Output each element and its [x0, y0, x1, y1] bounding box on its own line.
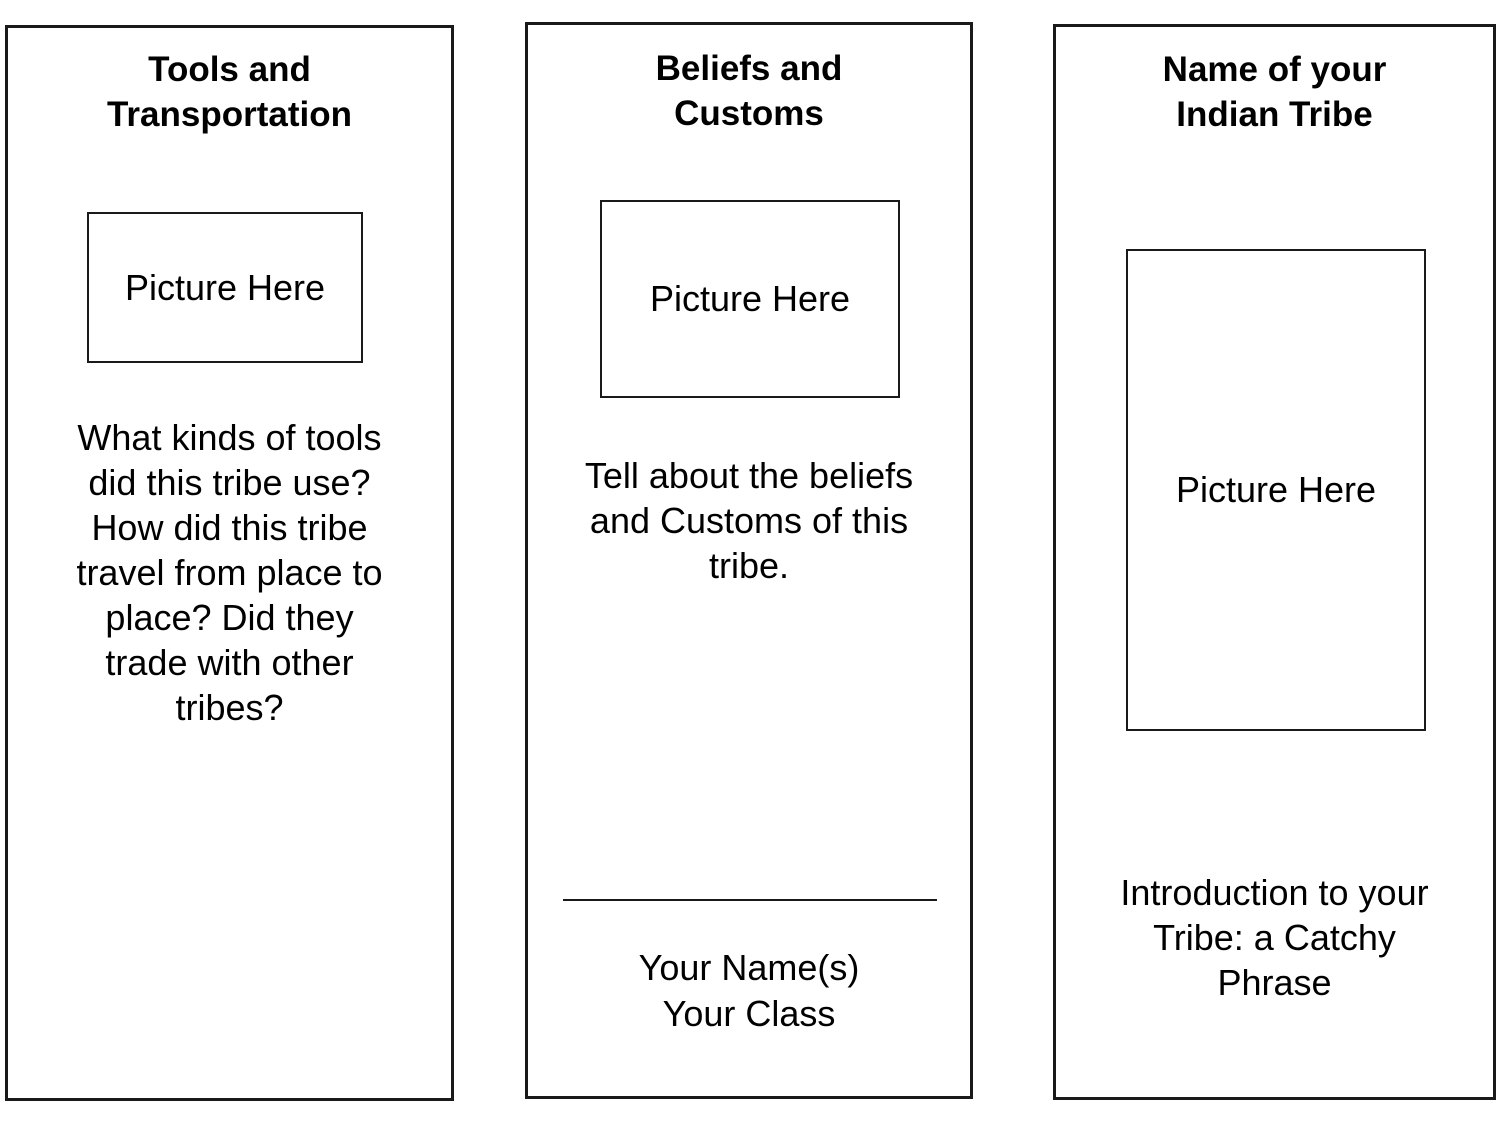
byline-name-and-class: Your Name(s) Your Class	[638, 947, 860, 1034]
name-signature-line	[563, 899, 937, 901]
picture-placeholder-box-beliefs: Picture Here	[600, 200, 900, 398]
picture-placeholder-box-tools: Picture Here	[87, 212, 363, 363]
panel-tribe-name-cover: Name of your Indian Tribe Picture Here I…	[1053, 24, 1496, 1100]
picture-placeholder-label: Picture Here	[1175, 469, 1377, 510]
panel-title-tools-and-transportation: Tools and Transportation	[106, 50, 353, 134]
picture-placeholder-label: Picture Here	[649, 278, 851, 319]
panel-body-beliefs-prompt: Tell about the beliefs and Customs of th…	[584, 455, 914, 586]
panel-beliefs-and-customs: Beliefs and Customs Picture Here Tell ab…	[525, 22, 973, 1099]
panel-title-tribe-name: Name of your Indian Tribe	[1162, 50, 1387, 134]
panel-body-tools-prompt: What kinds of tools did this tribe use? …	[76, 417, 383, 728]
picture-placeholder-label: Picture Here	[124, 266, 326, 308]
panel-tools-and-transportation: Tools and Transportation Picture Here Wh…	[5, 25, 454, 1101]
panel-body-introduction-prompt: Introduction to your Tribe: a Catchy Phr…	[1120, 872, 1429, 1003]
panel-title-beliefs-and-customs: Beliefs and Customs	[655, 49, 843, 133]
picture-placeholder-box-cover: Picture Here	[1126, 249, 1426, 731]
